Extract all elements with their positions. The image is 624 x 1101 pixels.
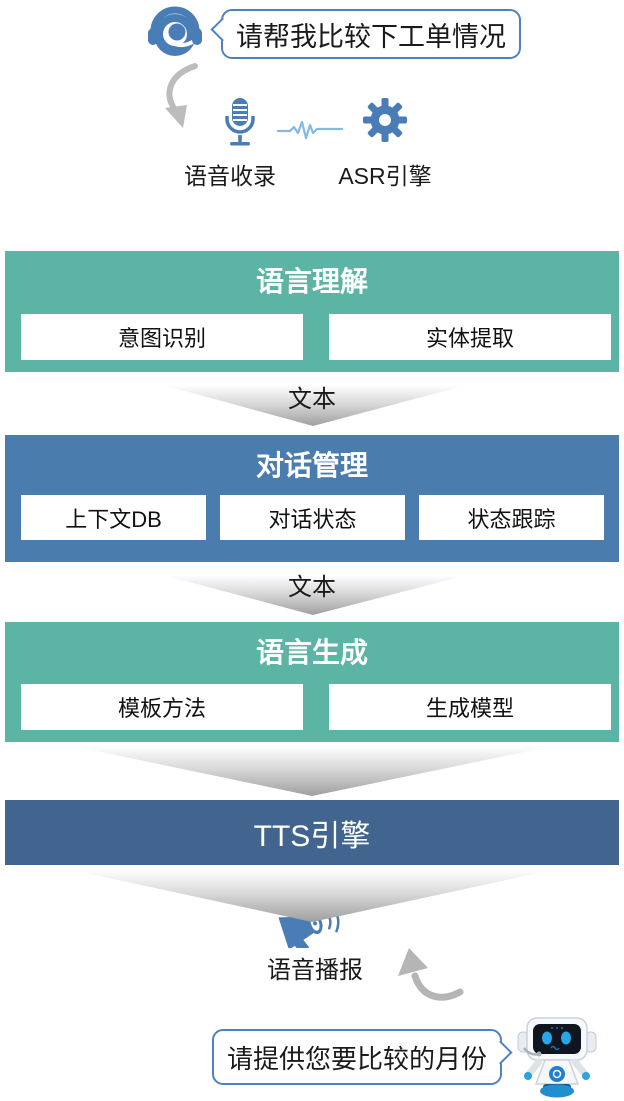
bot-speech-text: 请提供您要比较的月份 [226, 1043, 487, 1074]
voice-capture-label: 语音收录 [184, 163, 276, 189]
stage-title: 语言理解 [255, 266, 368, 297]
stage-title: 语言生成 [255, 637, 368, 668]
megaphone-icon [278, 903, 340, 948]
stage-item: 对话状态 [220, 495, 405, 540]
stage-block-nlg: 语言生成 模板方法 生成模型 [5, 622, 619, 742]
user-speech-text: 请帮我比较下工单情况 [236, 21, 506, 52]
chevron-down-arrow [72, 870, 553, 922]
chevron-down-arrow [72, 746, 553, 796]
gear-icon [363, 98, 407, 142]
text-arrow-label: 文本 [288, 574, 336, 601]
stage-item: 上下文DB [21, 495, 206, 540]
stage-item: 状态跟踪 [419, 495, 604, 540]
user-speech-bubble: 请帮我比较下工单情况 [210, 9, 521, 59]
curvy-arrow-up-icon [398, 948, 464, 1001]
robot-icon [517, 1017, 597, 1098]
stage-title: TTS引擎 [253, 819, 371, 853]
stage-item: 意图识别 [21, 314, 303, 360]
chevron-down-arrow [163, 385, 467, 426]
stage-block-tts: TTS引擎 [5, 800, 619, 865]
headset-agent-icon [148, 6, 202, 56]
bot-speech-bubble: 请提供您要比较的月份 [212, 1029, 513, 1085]
curvy-arrow-down-icon [165, 63, 198, 128]
chevron-down-arrow [163, 575, 467, 615]
stage-block-dialog-management: 对话管理 上下文DB 对话状态 状态跟踪 [5, 435, 619, 562]
stage-block-nlu: 语言理解 意图识别 实体提取 [5, 251, 619, 372]
asr-engine-label: ASR引擎 [338, 163, 432, 189]
microphone-icon [225, 98, 255, 146]
stage-item: 模板方法 [21, 684, 303, 730]
stage-title: 对话管理 [255, 450, 368, 481]
stage-item: 实体提取 [329, 314, 611, 360]
waveform-icon [276, 120, 344, 140]
text-arrow-label: 文本 [288, 386, 336, 413]
stage-item: 生成模型 [329, 684, 611, 730]
voice-broadcast-label: 语音播报 [267, 957, 363, 984]
